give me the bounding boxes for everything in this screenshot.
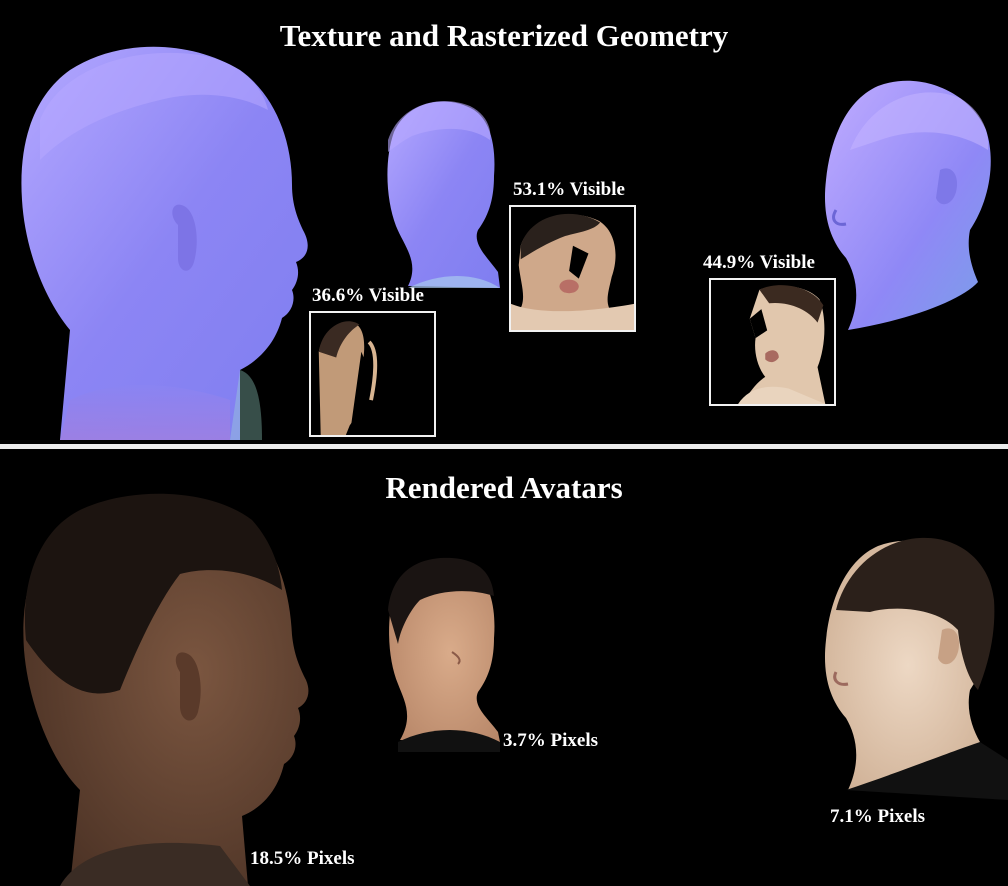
avatar-head-right [824,537,1008,800]
texture-crop-1 [309,311,436,437]
top-section-title: Texture and Rasterized Geometry [279,18,729,53]
visible-label-3: 44.9% Visible [703,252,815,273]
pixels-label-3: 7.1% Pixels [830,806,925,827]
texture-crop-2 [509,205,636,332]
normal-map-head-right [824,80,991,331]
visible-label-1: 36.6% Visible [312,285,424,306]
section-divider [0,444,1008,449]
pixels-label-1: 18.5% Pixels [250,848,355,869]
visible-label-2: 53.1% Visible [513,179,625,200]
normal-map-heads [21,46,991,440]
avatar-head-large [23,493,309,886]
texture-crop-3 [709,278,836,406]
pixels-label-2: 3.7% Pixels [503,730,598,751]
texture-crop-1-image [318,321,378,435]
avatar-head-small [388,557,500,752]
normal-map-head-small [387,101,500,288]
normal-map-head-large [21,46,308,440]
texture-crop-3-image [738,285,826,404]
texture-crop-2-image [511,213,634,330]
bottom-section-title: Rendered Avatars [385,470,623,505]
